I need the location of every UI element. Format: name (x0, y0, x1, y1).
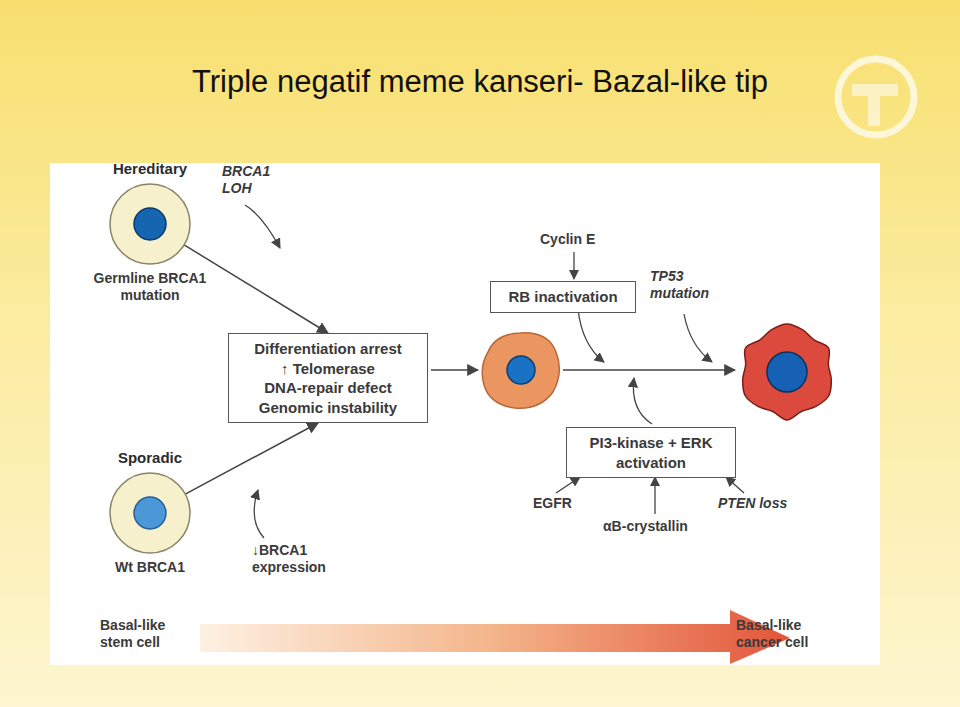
logo (852, 84, 898, 126)
connector-arrow (184, 245, 328, 333)
process-box: Differentiation arrest↑ TelomeraseDNA-re… (228, 333, 428, 423)
nucleus (767, 352, 807, 392)
cell-node: Sporadic Wt BRCA1 (72, 449, 228, 576)
box-text: ↑ Telomerase (237, 359, 419, 379)
factor-label: BRCA1 LOH (222, 163, 282, 197)
cell-node: HereditaryGermline BRCA1 mutation (72, 160, 228, 304)
factor-label: EGFR (533, 495, 583, 512)
modifier-arrow (654, 477, 655, 514)
cell-membrane (110, 473, 190, 553)
connector-arrow (185, 423, 318, 494)
cell-caption: Germline BRCA1 mutation (72, 270, 228, 304)
box-text: Differentiation arrest (237, 339, 419, 359)
axis-label: Basal-like stem cell (100, 617, 198, 651)
factor-label: ↓BRCA1 expression (252, 542, 352, 576)
cell-heading: Sporadic (118, 449, 182, 467)
cell-figure (107, 470, 193, 556)
axis-label: Basal-like cancer cell (736, 617, 848, 651)
progression-arrow (200, 610, 790, 664)
logo (838, 59, 914, 135)
modifier-arrow (726, 477, 744, 493)
nucleus (134, 497, 166, 529)
cell-heading: Hereditary (113, 160, 187, 178)
factor-label: Cyclin E (540, 231, 620, 248)
box-text: RB inactivation (499, 287, 627, 307)
modifier-arrow (556, 477, 580, 493)
modifier-arrow (254, 490, 264, 538)
nucleus (134, 208, 166, 240)
process-box: PI3-kinase + ERK activation (566, 427, 736, 478)
flow-arrow (563, 369, 735, 371)
process-box: RB inactivation (490, 281, 636, 313)
cancer-cell (743, 324, 832, 420)
modifier-arrow (573, 252, 574, 279)
modifier-arrow (633, 378, 652, 424)
modifier-arrow (578, 309, 604, 362)
slide-title: Triple negatif meme kanseri- Bazal-like … (0, 64, 960, 100)
transformed-cell (482, 333, 559, 408)
cell-membrane (110, 184, 190, 264)
factor-label: αB-crystallin (603, 518, 713, 535)
modifier-arrow (245, 205, 280, 248)
box-text: PI3-kinase + ERK activation (575, 433, 727, 472)
figure-panel (50, 163, 880, 665)
box-text: Genomic instability (237, 398, 419, 418)
factor-label: PTEN loss (718, 495, 813, 512)
modifier-arrow (684, 314, 712, 362)
flow-arrow (431, 369, 478, 371)
nucleus (507, 356, 535, 384)
cell-figure (107, 181, 193, 267)
cell-caption: Wt BRCA1 (115, 559, 185, 576)
box-text: DNA-repair defect (237, 378, 419, 398)
factor-label: TP53 mutation (650, 268, 728, 302)
